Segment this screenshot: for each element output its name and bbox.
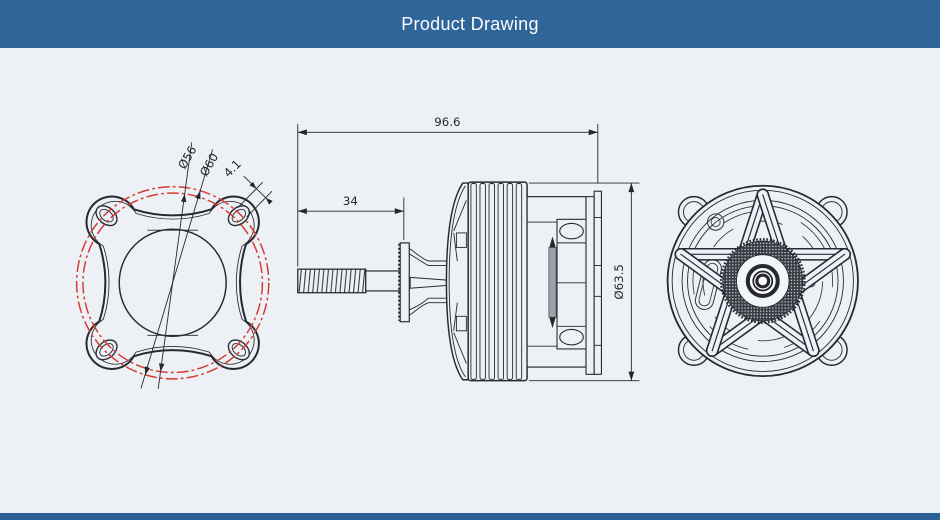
dim-bolt-circle-outer: Ø60: [197, 151, 221, 179]
dim-bolt-circle-inner: Ø56: [175, 143, 199, 171]
knurled-hub: [719, 238, 806, 324]
dim-body-diameter-group: Ø63.5: [528, 182, 640, 382]
front-view: Ø56 Ø60 4.1: [75, 142, 273, 389]
mount-hole: [95, 339, 118, 361]
mount-hole: [95, 205, 118, 227]
drawing-canvas: Ø56 Ø60 4.1 96.6 34 Ø63.5: [0, 48, 940, 513]
side-view: 96.6 34 Ø63.5: [297, 115, 640, 382]
set-screw: [548, 247, 557, 318]
dim-shaft-length: 34: [343, 194, 358, 208]
dim-mount-hole-width: 4.1: [221, 157, 244, 180]
dim-overall-length: 96.6: [434, 115, 460, 129]
finned-body: [467, 181, 528, 382]
prop-adapter: [398, 242, 451, 323]
mount-hole: [227, 205, 250, 227]
footer-accent-bar: [0, 513, 940, 520]
rear-mount: [526, 190, 602, 375]
title-bar: Product Drawing: [0, 0, 940, 48]
product-drawing-svg: Ø56 Ø60 4.1 96.6 34 Ø63.5: [75, 115, 859, 389]
rear-view: [666, 184, 859, 378]
motor-bell: [445, 182, 469, 381]
dim-overall-length-group: 96.6: [297, 115, 599, 267]
front-dimension-lines: [140, 142, 273, 389]
bolt-circle-56: [82, 192, 264, 374]
mount-hole: [227, 339, 250, 361]
dim-shaft-length-group: 34: [297, 194, 405, 241]
motor-shaft: [297, 268, 401, 294]
page-title: Product Drawing: [401, 13, 539, 34]
bolt-circle-60: [75, 185, 270, 380]
dim-body-diameter: Ø63.5: [612, 264, 626, 299]
